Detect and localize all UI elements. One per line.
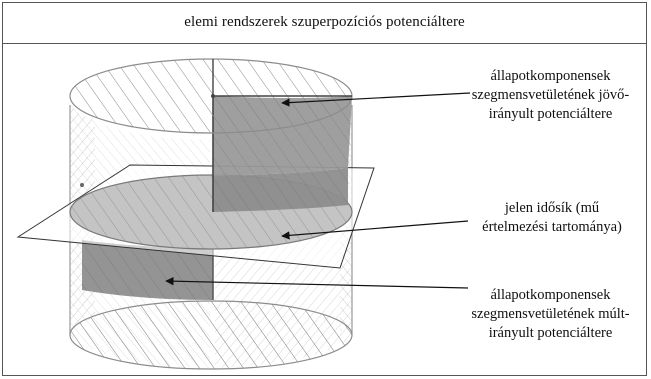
label-future-line1: állapotkomponensek — [490, 68, 611, 84]
label-past-line1: állapotkomponensek — [490, 287, 611, 303]
past-segment — [82, 240, 214, 300]
center-point-top — [211, 94, 215, 98]
diagram-frame — [2, 2, 647, 376]
label-future-line2: szegmensvetületének jövő- — [471, 87, 630, 103]
label-future: állapotkomponensek szegmensvetületének j… — [458, 67, 643, 124]
label-past-line2: szegmensvetületének múlt- — [471, 306, 630, 322]
label-present-line1: jelen idősík (mű — [504, 200, 600, 216]
label-past: állapotkomponensek szegmensvetületének m… — [458, 286, 643, 343]
diagram-title: elemi rendszerek szuperpozíciós potenciá… — [184, 14, 465, 30]
label-past-line3: irányult potenciáltere — [488, 325, 613, 341]
title-row: elemi rendszerek szuperpozíciós potenciá… — [2, 2, 647, 44]
label-present: jelen idősík (mű értelmezési tartománya) — [462, 199, 642, 237]
arrow-future — [281, 92, 471, 107]
arrow-present — [281, 220, 469, 240]
left-point-mid — [80, 183, 84, 187]
arrow-past — [165, 276, 469, 289]
bottom-ellipse — [69, 300, 353, 370]
label-present-line2: értelmezési tartománya) — [482, 219, 622, 235]
label-future-line3: irányult potenciáltere — [488, 106, 613, 122]
